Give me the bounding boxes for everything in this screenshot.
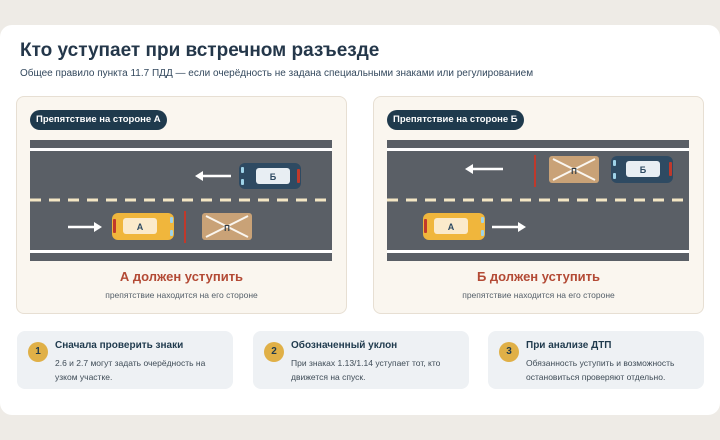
car-a: А [423, 213, 485, 240]
road-diagram-b: П Б А [387, 140, 689, 261]
verdict: Б должен уступить [476, 269, 601, 284]
road-diagram-a: Б А П [30, 140, 332, 261]
tip-title: Обозначенный уклон [291, 340, 398, 351]
road-edge-top [30, 148, 332, 151]
car-a: А [112, 213, 174, 240]
car-b-label: Б [640, 165, 647, 175]
tip-card-signs: 1 Сначала проверить знаки 2.6 и 2.7 могу… [17, 331, 233, 389]
arrow-right [492, 222, 526, 232]
page-title: Кто уступает при встречном разъезде [20, 40, 380, 61]
scenario-tag: Препятствие на стороне Б [387, 110, 524, 130]
car-b-label: Б [270, 172, 277, 182]
tip-text: Обязанность уступить и возможность остан… [526, 358, 675, 382]
car-a-label: А [137, 222, 144, 232]
step-number-badge: 3 [499, 342, 519, 362]
verdict-explanation: препятствие находится на его стороне [105, 290, 258, 300]
scenario-panel-a: Препятствие на стороне А Б А [16, 96, 347, 314]
arrow-left [195, 171, 231, 181]
arrow-right [68, 222, 102, 232]
car-b: Б [239, 163, 301, 189]
tip-title: Сначала проверить знаки [55, 340, 184, 351]
obstacle: П [549, 156, 599, 183]
obstacle-label: П [571, 167, 577, 176]
scenario-panel-b: Препятствие на стороне Б П Б [373, 96, 704, 314]
scenario-tag: Препятствие на стороне А [30, 110, 167, 130]
verdict: А должен уступить [119, 269, 244, 284]
car-a-label: А [448, 222, 455, 232]
tip-text: При знаках 1.13/1.14 уступает тот, кто д… [291, 358, 441, 382]
arrow-left [465, 164, 503, 174]
tip-text: 2.6 и 2.7 могут задать очерёдность на уз… [55, 358, 206, 382]
road-edge-bottom [30, 250, 332, 253]
road-edge-bottom [387, 250, 689, 253]
obstacle: П [202, 213, 252, 240]
car-b: Б [611, 156, 673, 183]
step-number-badge: 1 [28, 342, 48, 362]
page-subtitle: Общее правило пункта 11.7 ПДД — если оче… [20, 68, 534, 79]
obstacle-label: П [224, 224, 230, 233]
step-number-badge: 2 [264, 342, 284, 362]
tip-card-slope: 2 Обозначенный уклон При знаках 1.13/1.1… [253, 331, 469, 389]
verdict-explanation: препятствие находится на его стороне [462, 290, 615, 300]
tip-card-accident: 3 При анализе ДТП Обязанность уступить и… [488, 331, 704, 389]
tip-title: При анализе ДТП [526, 340, 612, 351]
road-edge-top [387, 148, 689, 151]
